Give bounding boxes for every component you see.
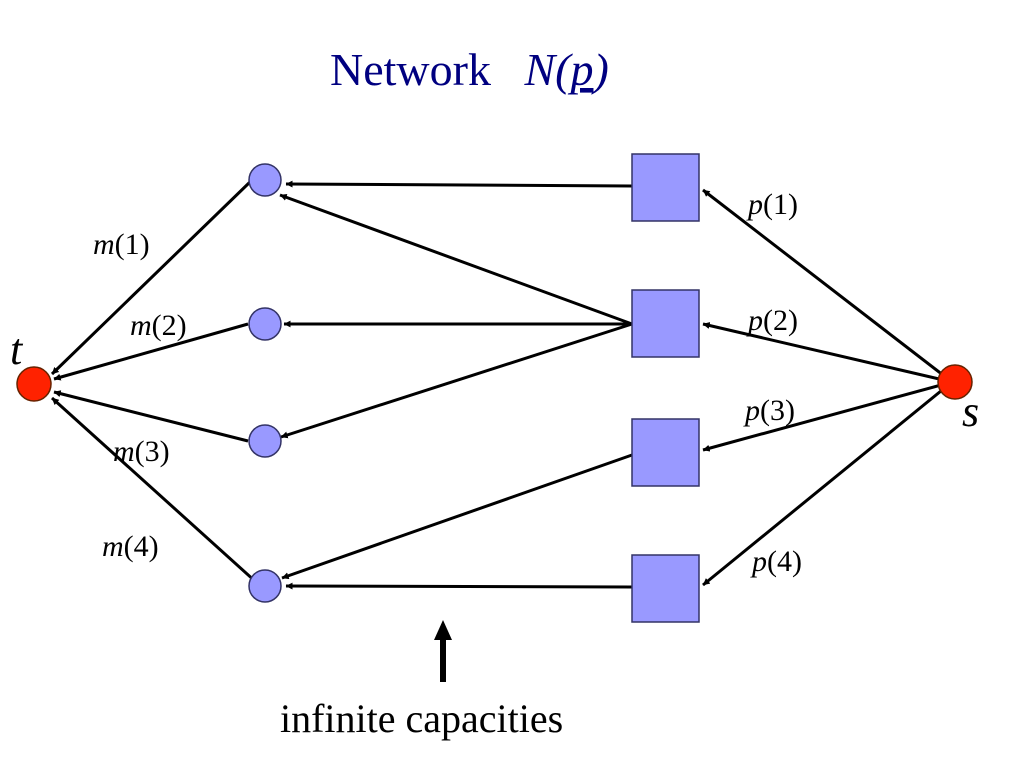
edge-label-p1: p(1) — [746, 188, 798, 221]
sink-edges — [50, 180, 258, 584]
right-square-nodes — [631, 153, 700, 623]
square-node-1 — [631, 153, 700, 222]
edge-s-to-square-1 — [702, 188, 953, 384]
square-node-4 — [631, 554, 700, 623]
square-node-2 — [631, 289, 700, 358]
middle-edges — [279, 180, 633, 590]
title-network-name: N( — [523, 44, 573, 95]
title-network-param: p — [567, 44, 593, 95]
sink-node-t — [16, 366, 52, 402]
edge-circle-2-to-t — [53, 322, 249, 381]
edge-circle-3-to-t — [53, 390, 249, 443]
circle-node-2 — [248, 307, 282, 341]
up-arrow-icon — [434, 620, 452, 640]
source-label: s — [962, 387, 979, 436]
edge-label-m3: m(3) — [113, 435, 170, 468]
edge-label-p2: p(2) — [746, 304, 798, 337]
source-edges — [702, 188, 953, 587]
circle-node-4 — [248, 569, 282, 603]
source-node-s — [937, 364, 973, 400]
title-network-close: ) — [590, 44, 608, 95]
edge-s-to-square-4 — [702, 380, 953, 587]
edge-square-1-to-circle-1 — [285, 180, 633, 188]
title-network-word: Network — [330, 44, 491, 95]
edge-circle-1-to-t — [50, 180, 252, 376]
edge-s-to-square-3 — [702, 380, 953, 452]
edge-s-to-square-2 — [702, 322, 953, 384]
edge-label-p3: p(3) — [743, 394, 795, 427]
circle-node-3 — [248, 424, 282, 458]
edge-square-3-to-circle-4 — [281, 453, 633, 580]
edge-square-2-to-circle-1 — [279, 193, 633, 326]
circle-node-1 — [248, 163, 282, 197]
edge-circle-4-to-t — [50, 396, 258, 584]
edge-square-2-to-circle-3 — [280, 322, 633, 439]
square-node-3 — [631, 418, 700, 487]
caption: infinite capacities — [280, 696, 563, 741]
edge-square-4-to-circle-4 — [285, 582, 633, 590]
sink-label: t — [10, 325, 24, 374]
left-circle-nodes — [248, 163, 282, 603]
edge-label-m1: m(1) — [93, 228, 150, 261]
edge-label-p4: p(4) — [750, 545, 802, 578]
page-title: Network N(p) — [330, 44, 609, 95]
edge-label-m4: m(4) — [102, 530, 159, 563]
edge-label-m2: m(2) — [130, 309, 187, 342]
